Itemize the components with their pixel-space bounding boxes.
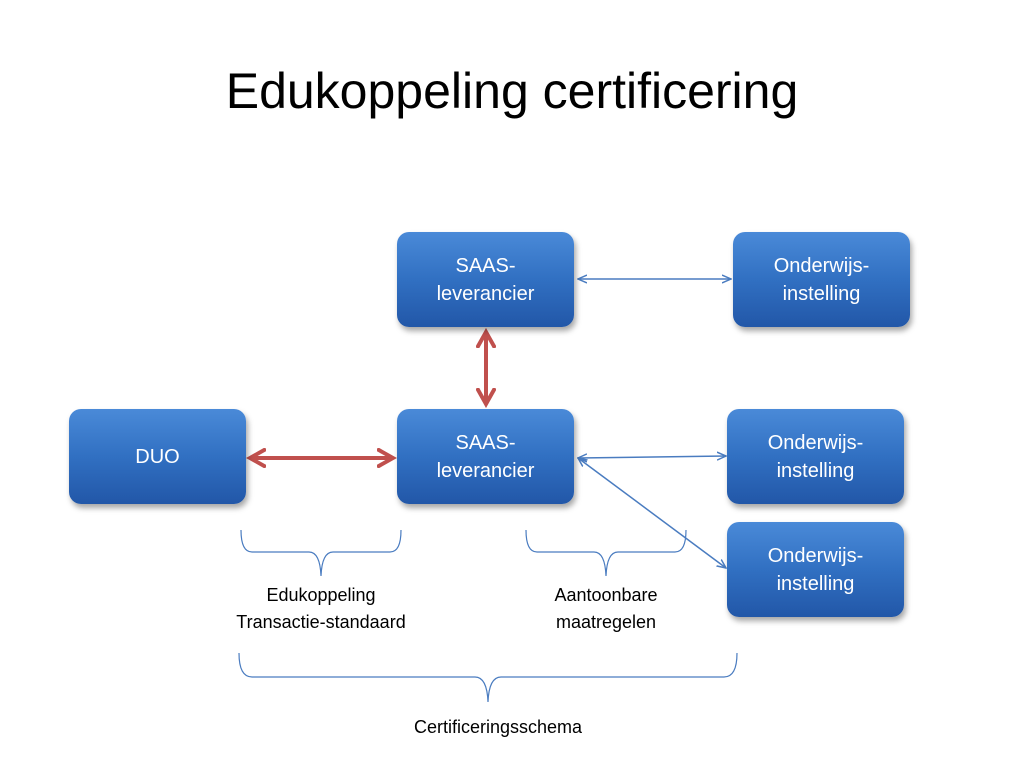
duo-box: DUO [69,409,246,504]
connector-saas-mid-onderwijs-bottom [578,458,726,568]
slide-title: Edukoppeling certificering [225,63,799,119]
saas-top-line1: SAAS- [455,254,516,277]
brace-aantoonbare [525,529,687,577]
onderwijs-mid-line1: Onderwijs- [767,431,864,454]
onderwijs-top-line1: Onderwijs- [773,254,870,277]
onderwijs-bottom-line2: instelling [776,572,855,595]
saas-leverancier-top-box: SAAS- leverancier [397,232,574,327]
connector-saas-mid-onderwijs-mid [578,456,726,458]
brace-certificering [238,652,738,703]
aantoonbare-line2: maatregelen [555,612,657,632]
aantoonbare-line1: Aantoonbare [554,585,658,605]
onderwijs-top-line2: instelling [782,282,861,305]
aantoonbare-label: Aantoonbare maatregelen [516,582,696,636]
edukoppeling-line1: Edukoppeling [266,585,376,605]
onderwijs-mid-line2: instelling [776,459,855,482]
edukoppeling-label: Edukoppeling Transactie-standaard [201,582,441,636]
brace-edukoppeling [240,529,402,577]
certificering-label: Certificeringsschema [378,714,618,741]
duo-label: DUO [135,445,180,468]
onderwijsinstelling-bottom-box: Onderwijs- instelling [727,522,904,617]
onderwijsinstelling-top-box: Onderwijs- instelling [733,232,910,327]
edukoppeling-line2: Transactie-standaard [236,612,406,632]
certificering-line1: Certificeringsschema [413,717,583,737]
saas-mid-line2: leverancier [436,459,535,482]
saas-top-line2: leverancier [436,282,535,305]
onderwijsinstelling-mid-box: Onderwijs- instelling [727,409,904,504]
saas-leverancier-mid-box: SAAS- leverancier [397,409,574,504]
saas-mid-line1: SAAS- [455,431,516,454]
onderwijs-bottom-line1: Onderwijs- [767,544,864,567]
